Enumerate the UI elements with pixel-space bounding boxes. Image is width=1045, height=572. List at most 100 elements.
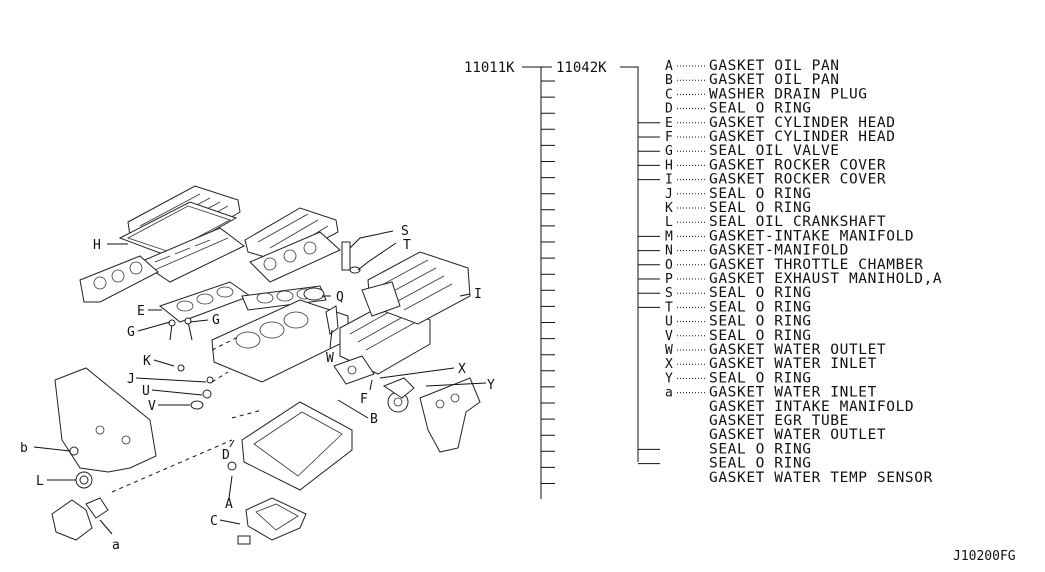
legend-code: J [665, 187, 673, 202]
oil-pan-upper-icon [241, 401, 353, 491]
callout-w: W [326, 351, 334, 366]
legend-code: N [665, 244, 673, 259]
callout-a-lower: a [112, 538, 120, 553]
legend-code: L [665, 215, 673, 230]
legend-row: GASKET INTAKE MANIFOLD [709, 399, 914, 415]
callout-labels: H S T I Q E G G W K J X U Y V F B b D L … [20, 224, 495, 553]
parts-illustration [51, 185, 481, 545]
legend-description: WASHER DRAIN PLUG [709, 86, 868, 102]
callout-x: X [458, 362, 466, 377]
drain-plug-c-icon [237, 535, 251, 545]
legend-description: GASKET OIL PAN [709, 72, 840, 88]
legend-description: GASKET-MANIFOLD [709, 243, 849, 259]
legend-code: S [665, 286, 673, 301]
callout-k: K [143, 354, 151, 369]
legend-row: N GASKET-MANIFOLD [665, 243, 849, 259]
legend-description: GASKET EXHAUST MANIHOLD,A [709, 271, 942, 287]
part-number-sub: 11042K [556, 60, 607, 76]
legend-row: SEAL O RING [709, 456, 812, 472]
legend-row: GASKET EGR TUBE [709, 413, 848, 429]
cylinder-head-left-icon [79, 227, 245, 303]
legend-code: E [665, 116, 673, 131]
legend-description: GASKET OIL PAN [709, 58, 840, 74]
legend-code: B [665, 73, 673, 88]
legend-code: P [665, 272, 673, 287]
legend-row: E GASKET CYLINDER HEAD [665, 115, 896, 131]
legend-description: SEAL O RING [709, 186, 812, 202]
callout-g-right: G [212, 313, 220, 328]
legend-description: SEAL O RING [709, 314, 812, 330]
legend-description: GASKET THROTTLE CHAMBER [709, 257, 924, 273]
legend-description: GASKET INTAKE MANIFOLD [709, 399, 914, 415]
rocker-gasket-h-icon [118, 201, 238, 257]
legend-row: A GASKET OIL PAN [665, 58, 840, 74]
parts-legend: A GASKET OIL PAN B GASKET OIL PAN C WASHER DR… [665, 58, 942, 486]
crankshaft-seal-l-icon [75, 471, 93, 489]
legend-code: W [665, 343, 673, 358]
diagram-code: J10200FG [953, 549, 1016, 564]
legend-description: SEAL O RING [709, 200, 812, 216]
callout-d: D [222, 448, 230, 463]
legend-code: a [665, 386, 673, 401]
throttle-gasket-q-icon [303, 287, 339, 335]
legend-description: GASKET WATER OUTLET [709, 342, 886, 358]
legend-code: H [665, 158, 673, 173]
callout-a-upper: A [225, 497, 233, 512]
part-number-tree: 11011K 11042K [464, 60, 660, 499]
legend-row: B GASKET OIL PAN [665, 72, 840, 88]
callout-v: V [148, 399, 156, 414]
legend-description: GASKET WATER OUTLET [709, 427, 886, 443]
legend-description: GASKET WATER TEMP SENSOR [709, 470, 933, 486]
callout-s: S [401, 224, 409, 239]
callout-b-upper: B [370, 412, 378, 427]
callout-h: H [93, 238, 101, 253]
oil-pan-lower-icon [245, 497, 307, 541]
legend-code: C [665, 87, 673, 102]
legend-description: GASKET ROCKER COVER [709, 172, 886, 188]
legend-code: O [665, 258, 673, 273]
legend-code: K [665, 201, 673, 216]
cylinder-head-right-icon [244, 207, 341, 283]
callout-u: U [142, 384, 150, 399]
water-inlet-a-icon [51, 497, 109, 541]
legend-description: SEAL O RING [709, 456, 812, 472]
legend-row: SEAL O RING [709, 441, 811, 457]
legend-row: W GASKET WATER OUTLET [665, 342, 886, 358]
callout-f: F [360, 392, 368, 407]
valve-seal-icon [168, 317, 193, 341]
legend-row: GASKET WATER OUTLET [709, 427, 886, 443]
legend-row: GASKET WATER TEMP SENSOR [709, 470, 933, 486]
legend-code: A [665, 59, 673, 74]
small-seals-icon [69, 364, 237, 471]
legend-code: X [665, 357, 673, 372]
callout-leaders [33, 230, 487, 535]
callout-i: I [474, 287, 482, 302]
legend-description: GASKET CYLINDER HEAD [709, 115, 896, 131]
legend-description: SEAL O RING [709, 285, 812, 301]
callout-j: J [127, 372, 135, 387]
callout-e: E [137, 304, 145, 319]
callout-g-left: G [127, 325, 135, 340]
legend-row: H GASKET ROCKER COVER [665, 157, 886, 173]
rocker-cover-right-icon [361, 251, 471, 325]
legend-description: GASKET WATER INLET [709, 385, 877, 401]
legend-description: GASKET ROCKER COVER [709, 157, 886, 173]
callout-b-lower: b [20, 441, 28, 456]
callout-c: C [210, 514, 218, 529]
legend-description: SEAL O RING [709, 101, 812, 117]
callout-t: T [403, 238, 411, 253]
water-pump-icon [382, 377, 415, 413]
legend-code: G [665, 144, 673, 159]
callout-l: L [36, 474, 44, 489]
legend-code: Y [665, 371, 673, 386]
